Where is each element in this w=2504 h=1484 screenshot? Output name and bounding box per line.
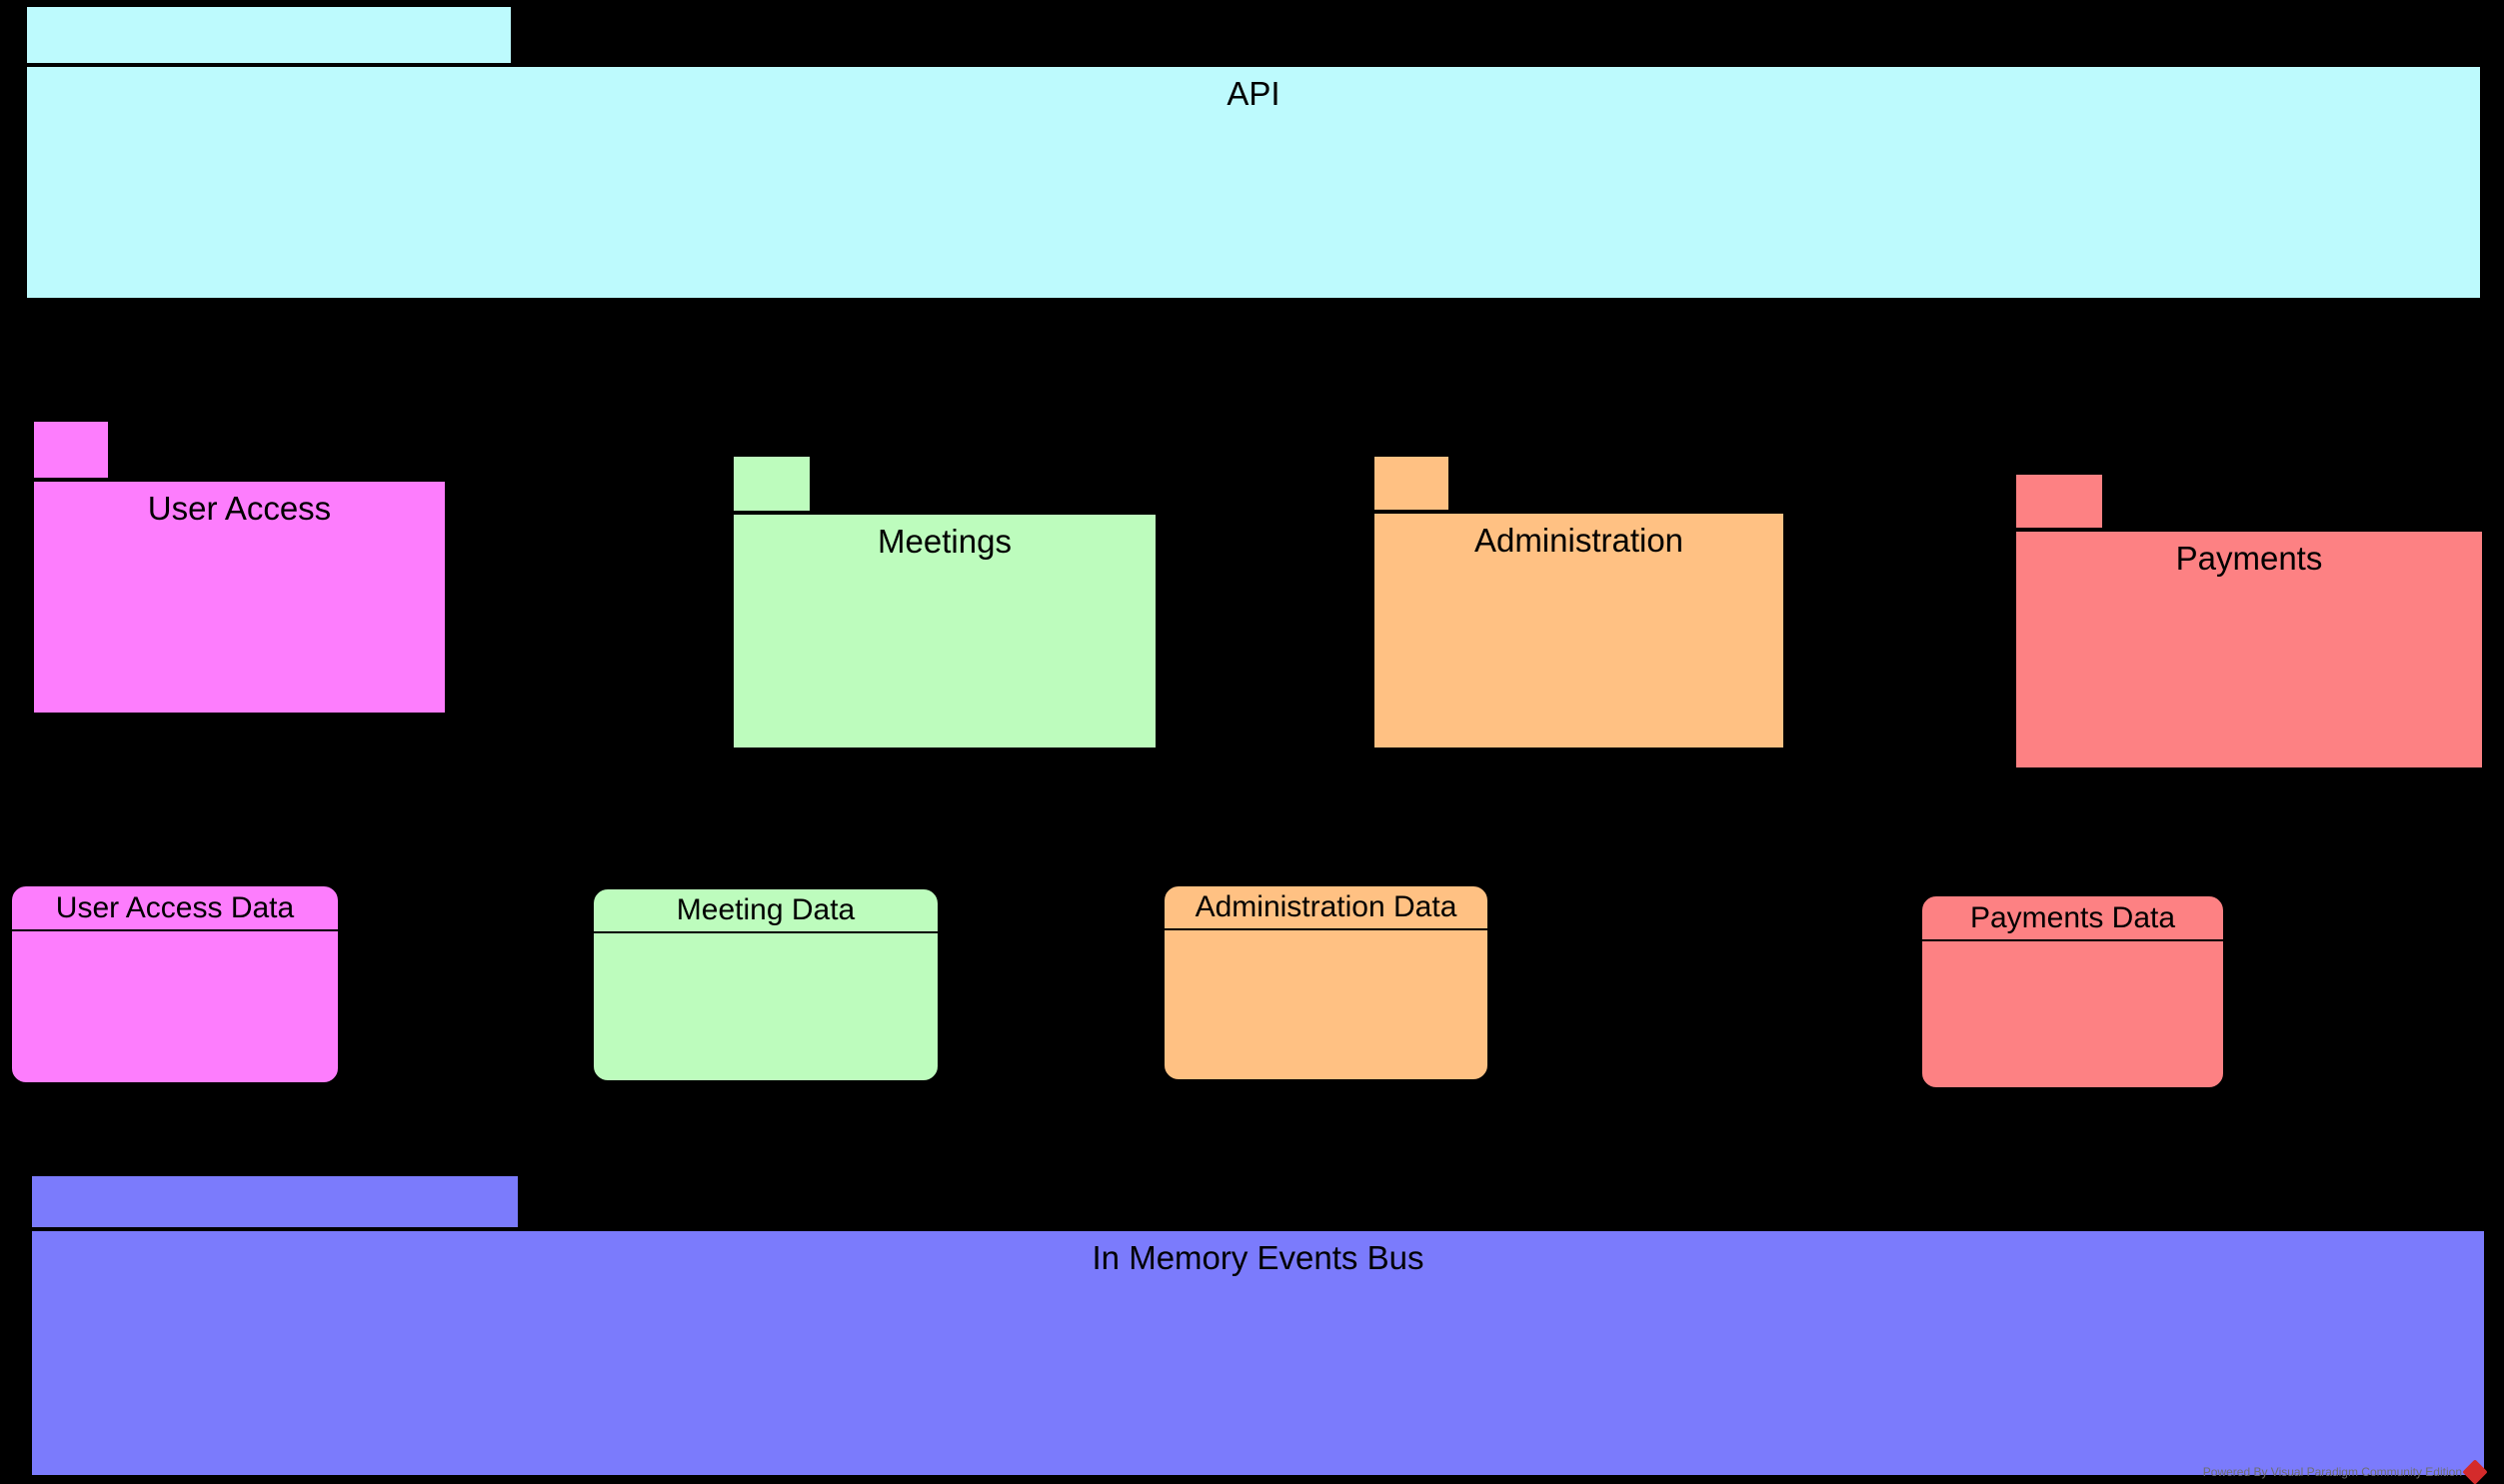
datastore-header-meeting-data: Meeting Data (594, 889, 938, 933)
watermark-text: Powered By Visual Paradigm Community Edi… (2202, 1465, 2462, 1479)
datastore-label-administration-data: Administration Data (1195, 890, 1457, 923)
package-body-meetings (732, 513, 1158, 749)
datastore-payments-data[interactable]: Payments Data (1920, 894, 2225, 1089)
datastore-label-meeting-data: Meeting Data (676, 893, 856, 926)
datastore-label-user-access-data: User Access Data (55, 890, 295, 924)
package-body-api (25, 65, 2482, 300)
package-tab-administration (1372, 455, 1450, 512)
datastore-label-payments-data: Payments Data (1969, 900, 2176, 934)
datastore-header-user-access-data: User Access Data (12, 886, 338, 931)
datastore-user-access-data[interactable]: User Access Data (10, 884, 340, 1084)
package-meetings[interactable]: Meetings (732, 455, 1158, 749)
package-user-access[interactable]: User Access (32, 420, 447, 715)
package-tab-user-access (32, 420, 110, 480)
package-events-bus[interactable]: In Memory Events Bus (30, 1174, 2486, 1477)
package-tab-payments (2014, 473, 2104, 530)
package-body-events-bus (30, 1229, 2486, 1477)
package-tab-meetings (732, 455, 812, 513)
package-body-user-access (32, 480, 447, 715)
package-api[interactable]: API (25, 5, 2482, 300)
datastore-body-administration-data (1165, 930, 1487, 1083)
package-administration[interactable]: Administration (1372, 455, 1785, 749)
watermark: Powered By Visual Paradigm Community Edi… (2202, 1459, 2488, 1484)
package-tab-api (25, 5, 513, 65)
datastore-header-administration-data: Administration Data (1165, 886, 1487, 930)
datastore-body-meeting-data (594, 933, 938, 1084)
package-body-administration (1372, 512, 1785, 749)
datastore-administration-data[interactable]: Administration Data (1163, 884, 1489, 1081)
datastore-body-payments-data (1922, 941, 2223, 1091)
package-tab-events-bus (30, 1174, 520, 1229)
datastore-body-user-access-data (12, 931, 338, 1086)
datastore-meeting-data[interactable]: Meeting Data (592, 887, 940, 1082)
datastore-header-payments-data: Payments Data (1922, 896, 2223, 941)
package-payments[interactable]: Payments (2014, 473, 2484, 769)
package-body-payments (2014, 530, 2484, 769)
visual-paradigm-diamond-logo-icon (2462, 1459, 2488, 1484)
